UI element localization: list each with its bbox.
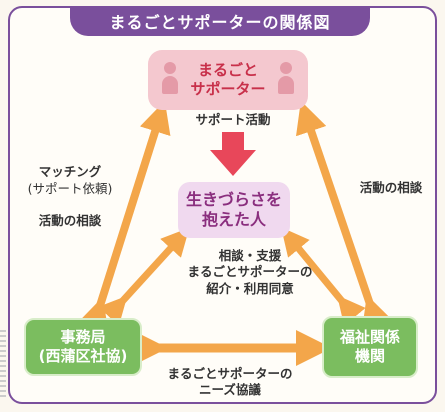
person-icon bbox=[162, 62, 178, 96]
node-office: 事務局 (西蒲区社協) bbox=[24, 318, 142, 376]
label-matching-group: マッチング (サポート依頼) 活動の相談 bbox=[22, 148, 118, 229]
node-supporter-label: まるごと サポーター bbox=[190, 61, 266, 98]
node-person-in-difficulty: 生きづらさを 抱えた人 bbox=[178, 182, 290, 238]
node-supporter: まるごと サポーター bbox=[148, 50, 308, 110]
person-icon bbox=[278, 62, 294, 96]
label-needs-discussion: まるごとサポーターの ニーズ協議 bbox=[167, 366, 293, 398]
node-welfare-label: 福祉関係 機関 bbox=[339, 328, 400, 365]
label-matching: マッチング bbox=[38, 164, 102, 180]
decorative-strip bbox=[0, 330, 6, 400]
arrow-support-down bbox=[210, 132, 256, 176]
node-center-label: 生きづらさを 抱えた人 bbox=[185, 190, 282, 229]
node-welfare: 福祉関係 機関 bbox=[322, 316, 418, 378]
label-matching-sub: (サポート依頼) bbox=[27, 180, 113, 196]
arrow-office-center bbox=[98, 227, 190, 326]
arrow-welfare-center bbox=[281, 227, 366, 326]
label-consult-support: 相談・支援 まるごとサポーターの 紹介・利用同意 bbox=[187, 248, 313, 296]
label-support-activity: サポート活動 bbox=[195, 112, 271, 127]
node-office-label: 事務局 (西蒲区社協) bbox=[38, 328, 128, 365]
label-activity-consult-left: 活動の相談 bbox=[38, 213, 102, 228]
diagram-title: まるごとサポーターの関係図 bbox=[70, 6, 370, 36]
label-activity-consult-right: 活動の相談 bbox=[359, 180, 423, 195]
